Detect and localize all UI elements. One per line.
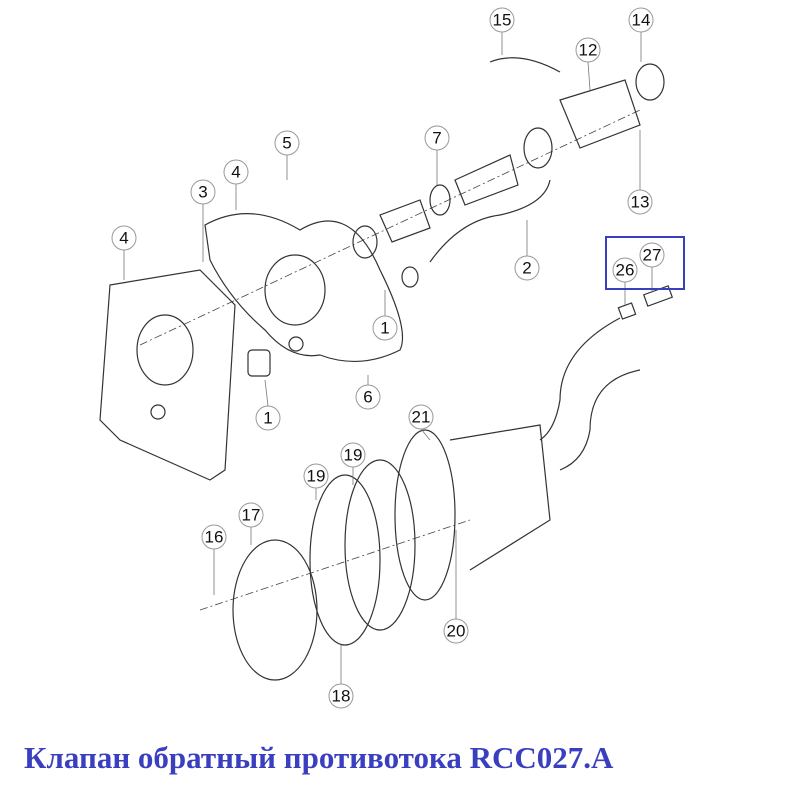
callout-number: 21 (412, 408, 431, 427)
callout-number: 15 (493, 11, 512, 30)
callout-12: 12 (575, 37, 601, 63)
callout-1: 1 (372, 315, 398, 341)
leader-lines (123, 32, 653, 684)
callout-4: 4 (223, 159, 249, 185)
hose-lower (559, 369, 641, 471)
fitting-27 (642, 285, 674, 307)
callout-number: 4 (231, 163, 240, 182)
callout-number: 19 (307, 467, 326, 486)
callout-number: 6 (363, 388, 372, 407)
gasket-19a (309, 474, 381, 646)
assembly-axis (139, 109, 641, 346)
shell-cover (204, 213, 403, 362)
callout-15: 15 (489, 7, 515, 33)
housing-body (449, 424, 551, 571)
callout-2: 2 (514, 255, 540, 281)
callout-number: 5 (282, 134, 291, 153)
callout-number: 20 (447, 622, 466, 641)
callout-number: 1 (380, 319, 389, 338)
pipe-body (559, 79, 641, 149)
callout-number: 2 (522, 259, 531, 278)
callout-5: 5 (274, 130, 300, 156)
ring-part (352, 225, 378, 259)
hose-15 (489, 57, 561, 73)
cylinder-part (379, 199, 431, 243)
callout-19: 19 (303, 463, 329, 489)
callout-number: 16 (205, 528, 224, 547)
front-plate (99, 269, 236, 481)
callout-20: 20 (443, 618, 469, 644)
oring-14 (635, 63, 665, 101)
callout-number: 4 (119, 229, 128, 248)
callout-number: 27 (643, 246, 662, 265)
front-plate-small-hole (150, 404, 166, 420)
wire-2 (429, 179, 551, 263)
gasket-19b (344, 459, 416, 631)
callout-1: 1 (255, 405, 281, 431)
callout-number: 26 (616, 261, 635, 280)
callout-number: 3 (198, 183, 207, 202)
shell-hole (264, 254, 326, 326)
fitting-26 (617, 302, 637, 320)
callout-18: 18 (328, 683, 354, 709)
front-plate-hole (136, 314, 194, 386)
hose-upper (539, 317, 621, 441)
callout-27: 27 (639, 242, 665, 268)
frame-ring-17 (232, 539, 318, 681)
assembly-axis-lower (199, 519, 471, 611)
diagram-title: Клапан обратный противотока RCC027.A (24, 740, 614, 775)
oring-1 (401, 266, 419, 288)
callout-26: 26 (612, 257, 638, 283)
highlight-box-26-27 (605, 236, 685, 290)
callout-number: 13 (631, 193, 650, 212)
callout-number: 14 (632, 11, 651, 30)
callout-number: 7 (432, 129, 441, 148)
housing-flange (394, 429, 456, 601)
callout-number: 12 (579, 41, 598, 60)
callout-17: 17 (238, 502, 264, 528)
shell-small-hole (288, 336, 304, 352)
valve-body (454, 154, 519, 206)
callout-number: 17 (242, 506, 261, 525)
valve-flange (523, 127, 553, 169)
callout-number: 18 (332, 687, 351, 706)
callout-14: 14 (628, 7, 654, 33)
callout-number: 19 (344, 446, 363, 465)
callout-16: 16 (201, 524, 227, 550)
nozzle-insert (247, 349, 271, 377)
callout-6: 6 (355, 384, 381, 410)
callout-3: 3 (190, 179, 216, 205)
callout-7: 7 (424, 125, 450, 151)
callout-4: 4 (111, 225, 137, 251)
callout-21: 21 (408, 404, 434, 430)
oring-7 (429, 184, 451, 216)
callout-number: 1 (263, 409, 272, 428)
callout-13: 13 (627, 189, 653, 215)
callout-19: 19 (340, 442, 366, 468)
